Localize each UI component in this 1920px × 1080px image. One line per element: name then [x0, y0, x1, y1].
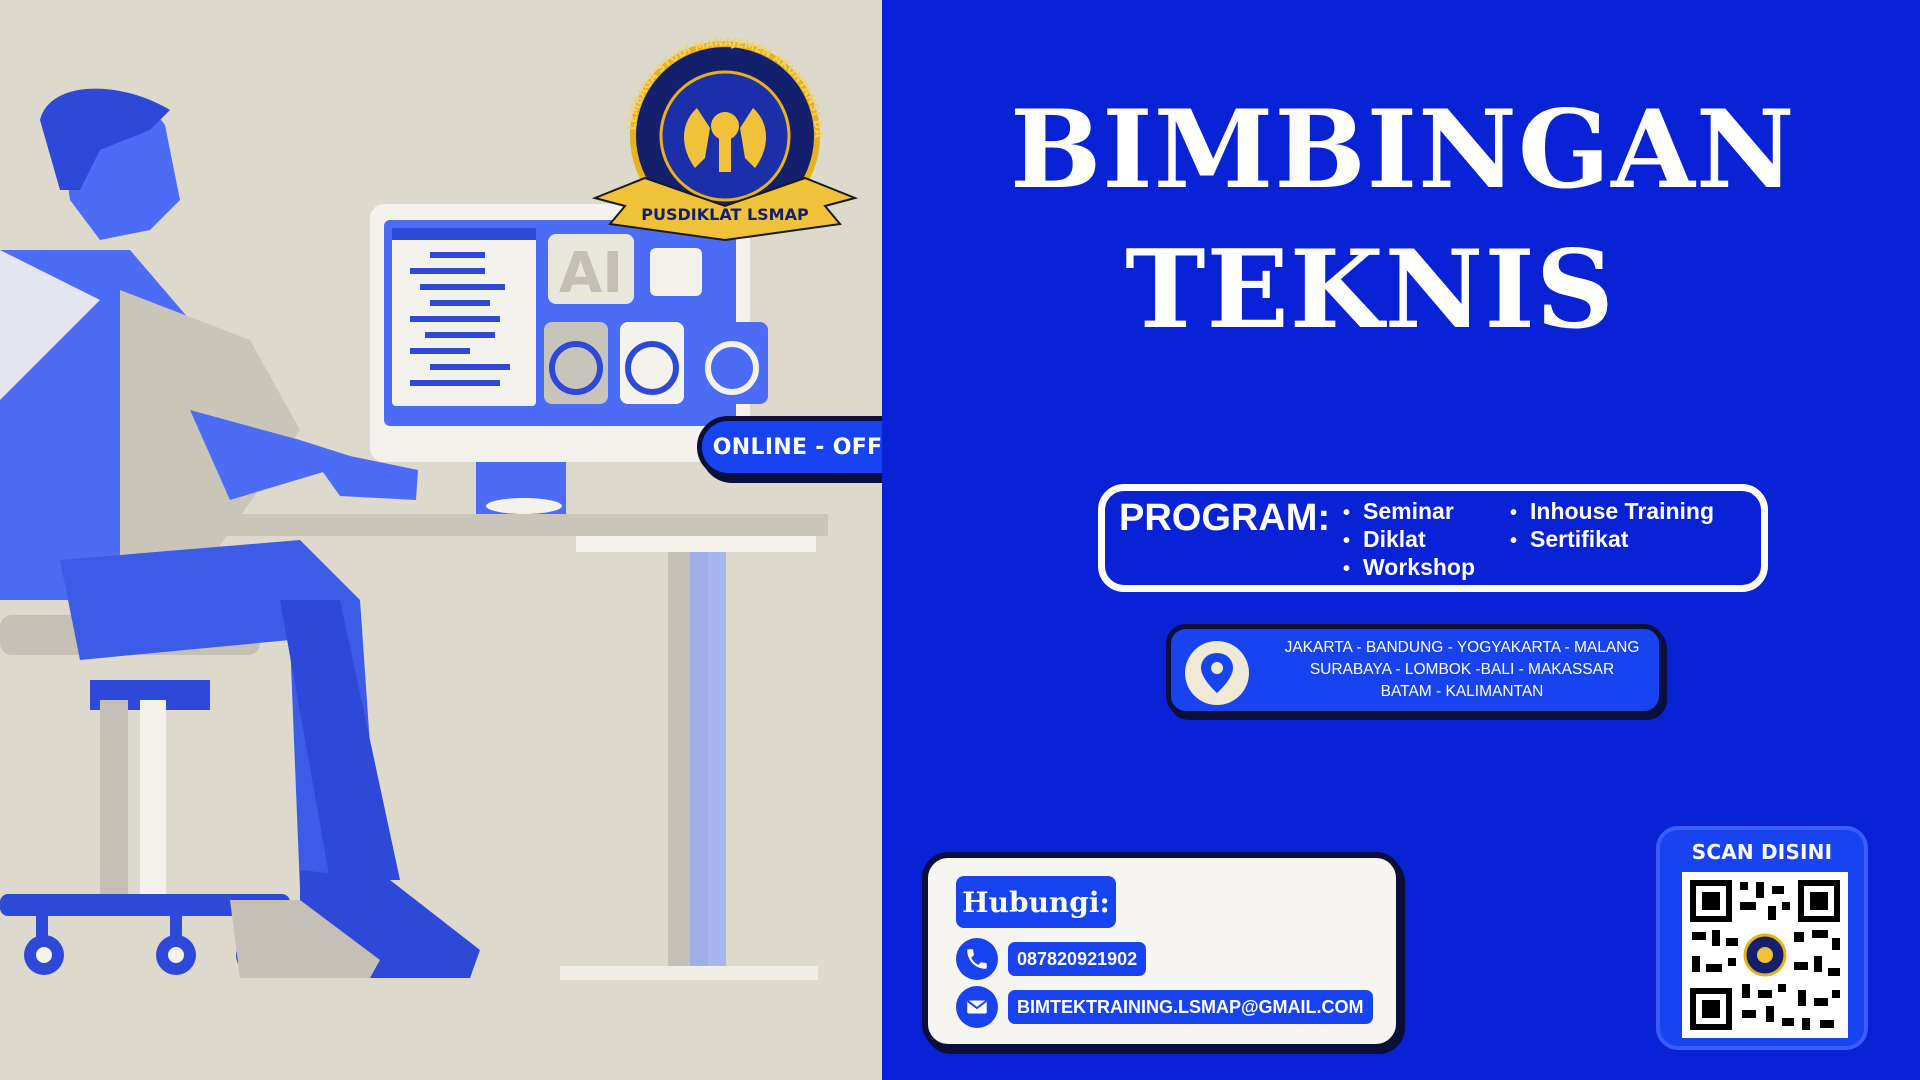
program-list-col-1: Seminar Diklat Workshop: [1343, 498, 1475, 582]
logo-ribbon-text: PUSDIKLAT LSMAP: [641, 205, 809, 224]
locations-line: BATAM - KALIMANTAN: [1380, 683, 1544, 700]
person-at-computer-illustration: AI: [0, 88, 828, 980]
program-item: Inhouse Training: [1510, 498, 1714, 526]
contact-label: Hubungi:: [956, 876, 1116, 928]
locations-line: SURABAYA - LOMBOK -BALI - MAKASSAR: [1309, 661, 1615, 678]
title-line-2: TEKNIS: [1125, 227, 1615, 353]
page-title: BIMBINGAN TEKNIS: [1010, 80, 1795, 360]
program-item: Workshop: [1343, 554, 1475, 582]
pusdiklat-lsmap-logo: LEMBAGA STUDI MANAJEMEN AKUNTANSI DAN PE…: [585, 28, 859, 242]
phone-number-link[interactable]: 087820921902: [1008, 942, 1147, 976]
locations-box: JAKARTA - BANDUNG - YOGYAKARTA - MALANG …: [1166, 624, 1664, 716]
qr-title: SCAN DISINI: [1691, 840, 1833, 864]
program-item: Diklat: [1343, 526, 1475, 554]
qr-code[interactable]: [1682, 872, 1848, 1038]
program-item: Seminar: [1343, 498, 1475, 526]
illustration-panel: AI: [0, 0, 882, 1080]
email-icon: [956, 986, 998, 1028]
location-pin-icon: [1185, 641, 1249, 705]
program-label: PROGRAM:: [1119, 497, 1331, 539]
qr-card: SCAN DISINI: [1656, 826, 1868, 1050]
locations-text: JAKARTA - BANDUNG - YOGYAKARTA - MALANG …: [1267, 637, 1657, 703]
phone-icon: [956, 938, 998, 980]
program-list-col-2: Inhouse Training Sertifikat: [1510, 498, 1714, 554]
contact-card: Hubungi: 087820921902 BIMTEKTRAINING.LSM…: [922, 852, 1402, 1050]
locations-line: JAKARTA - BANDUNG - YOGYAKARTA - MALANG: [1284, 639, 1640, 656]
program-item: Sertifikat: [1510, 526, 1714, 554]
email-address-link[interactable]: BIMTEKTRAINING.LSMAP@GMAIL.COM: [1008, 990, 1373, 1024]
ai-screen-text: AI: [559, 241, 623, 306]
online-offline-badge: ONLINE - OFFLINE: [697, 416, 882, 478]
program-box: PROGRAM: Seminar Diklat Workshop Inhouse…: [1098, 484, 1768, 592]
title-line-1: BIMBINGAN: [1010, 87, 1796, 213]
